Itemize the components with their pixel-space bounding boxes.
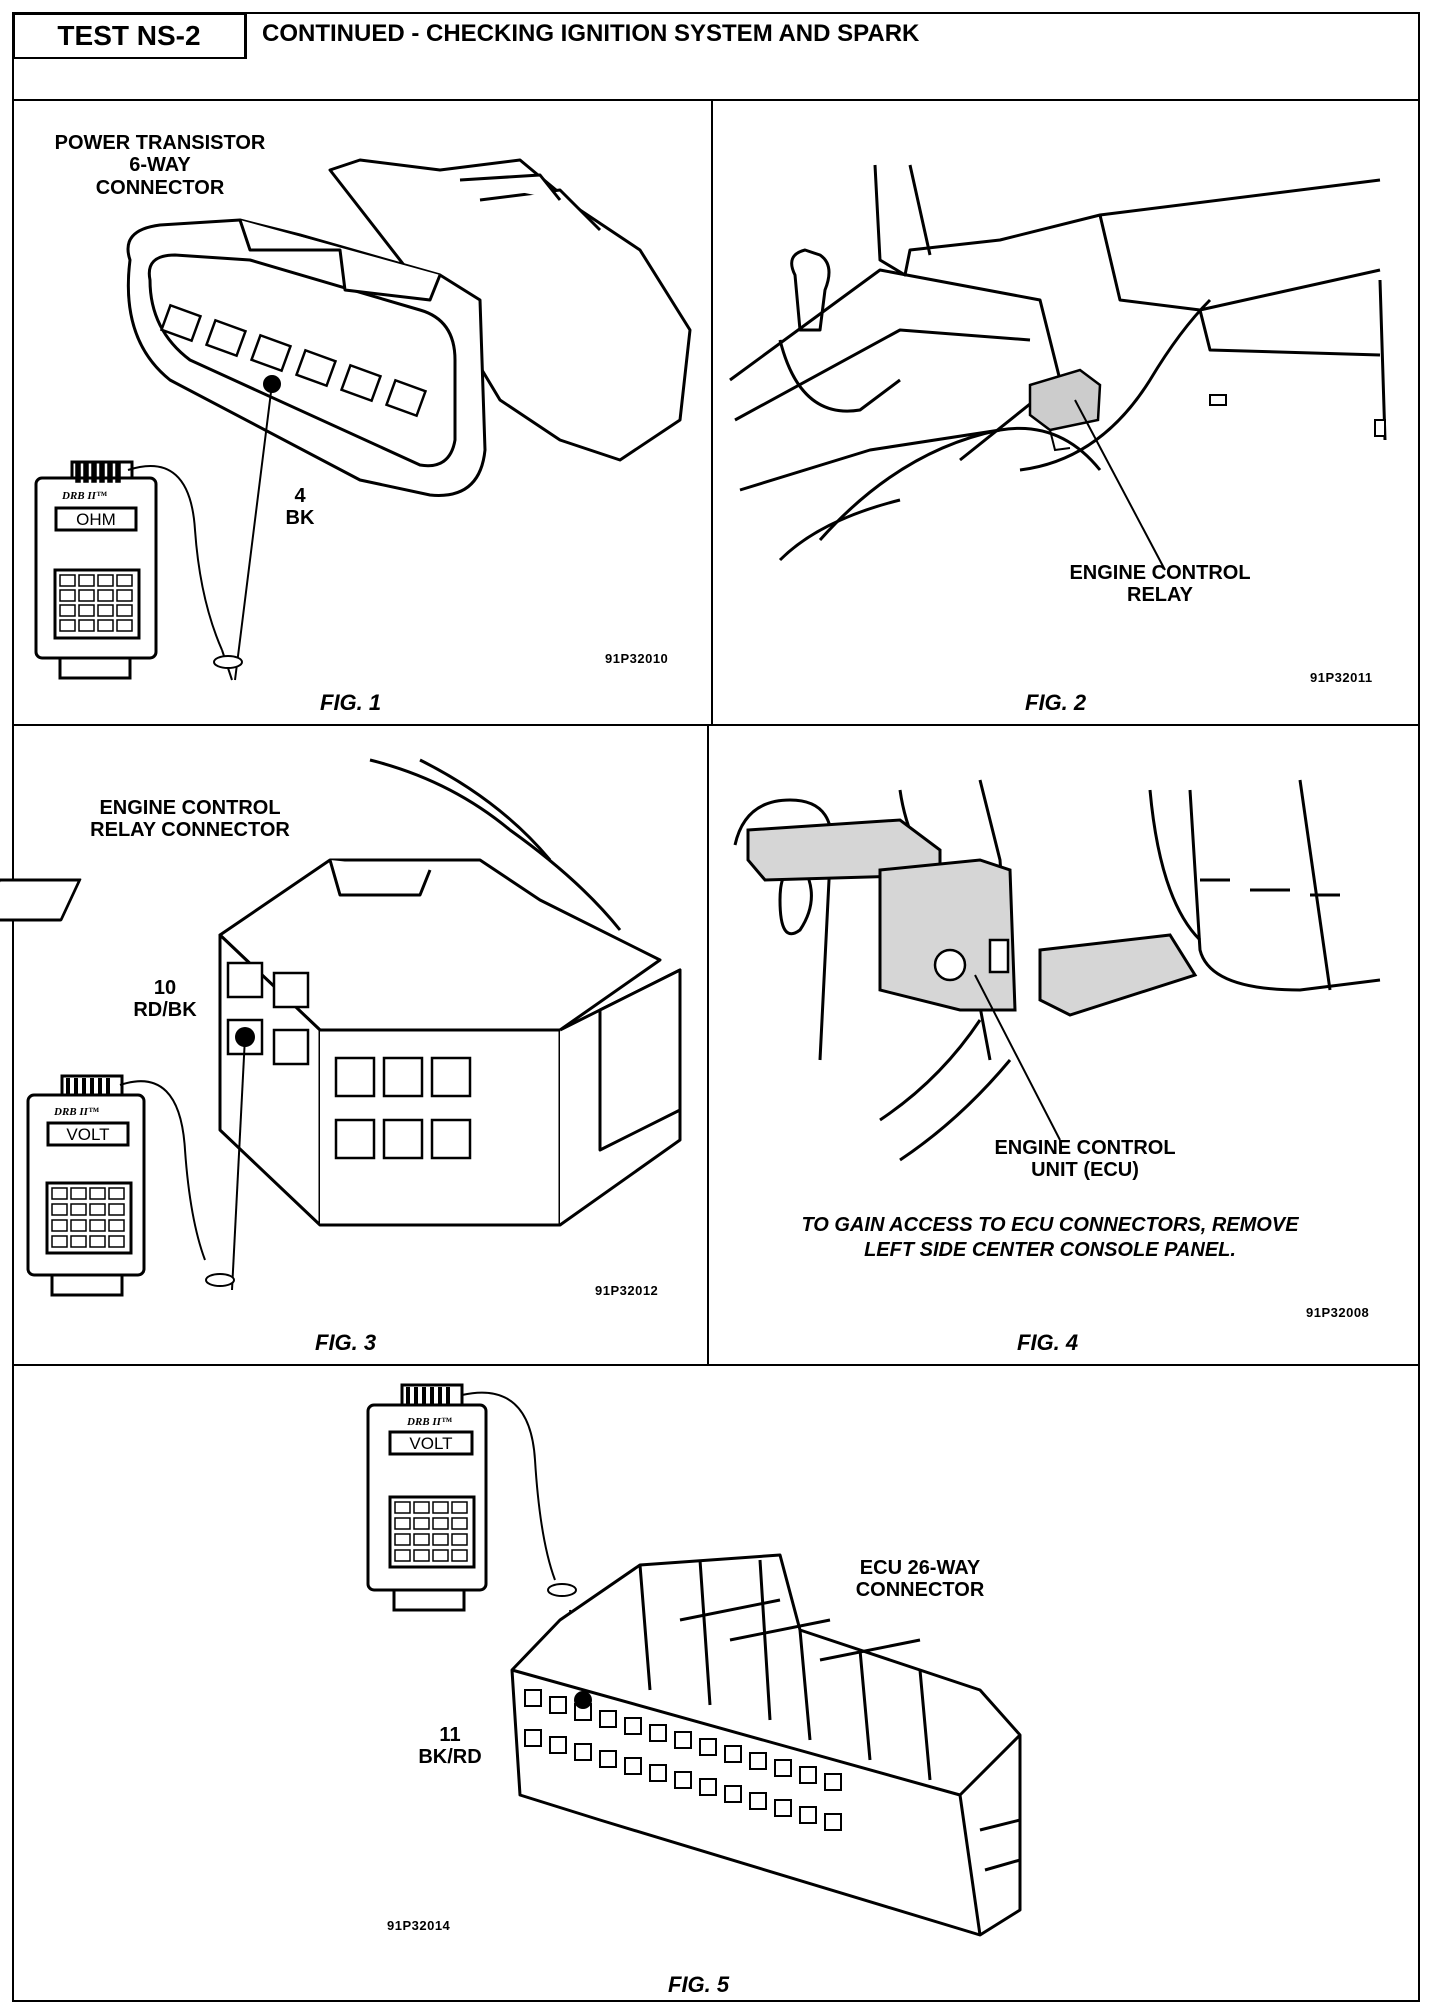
- fig3-code: 91P32012: [595, 1283, 659, 1298]
- fig1-code: 91P32010: [605, 651, 669, 666]
- fig5-code: 91P32014: [387, 1918, 451, 1933]
- fig5-caption: FIG. 5: [668, 1972, 730, 1997]
- fig1-caption: FIG. 1: [320, 690, 382, 715]
- fig5-connector-label: ECU 26-WAY CONNECTOR: [855, 1557, 985, 1602]
- fig5-meter-mode: VOLT: [409, 1434, 453, 1453]
- fig2-relay-label: ENGINE CONTROL RELAY: [1069, 562, 1251, 607]
- fig3-meter-mode: VOLT: [66, 1125, 110, 1144]
- header-title: CONTINUED - CHECKING IGNITION SYSTEM AND…: [262, 20, 920, 47]
- fig3-caption: FIG. 3: [315, 1330, 377, 1355]
- fig4-code: 91P32008: [1306, 1305, 1370, 1320]
- fig5-pin-label: 11 BK/RD: [418, 1724, 482, 1769]
- fig4-access-note: TO GAIN ACCESS TO ECU CONNECTORS, REMOVE…: [801, 1214, 1299, 1261]
- fig5-meter-brand: DRB II™: [407, 1416, 452, 1428]
- test-id-box: TEST NS-2: [14, 14, 246, 58]
- fig3-connector-label: ENGINE CONTROL RELAY CONNECTOR: [90, 797, 290, 842]
- fig4-caption: FIG. 4: [1017, 1330, 1079, 1355]
- fig3-pin-label: 10 RD/BK: [133, 977, 197, 1022]
- header-box-border: [13, 13, 247, 59]
- fig1-pin-label: 4 BK: [285, 485, 315, 530]
- fig2-caption: FIG. 2: [1025, 690, 1087, 715]
- fig2-code: 91P32011: [1310, 670, 1373, 685]
- page-frame: [12, 12, 1420, 2002]
- fig1-meter-mode: OHM: [76, 510, 116, 529]
- fig1-connector-label: POWER TRANSISTOR 6-WAY CONNECTOR: [54, 132, 266, 199]
- fig1-meter-brand: DRB II™: [62, 490, 107, 502]
- fig4-ecu-label: ENGINE CONTROL UNIT (ECU): [994, 1137, 1176, 1182]
- fig3-meter-brand: DRB II™: [54, 1106, 99, 1118]
